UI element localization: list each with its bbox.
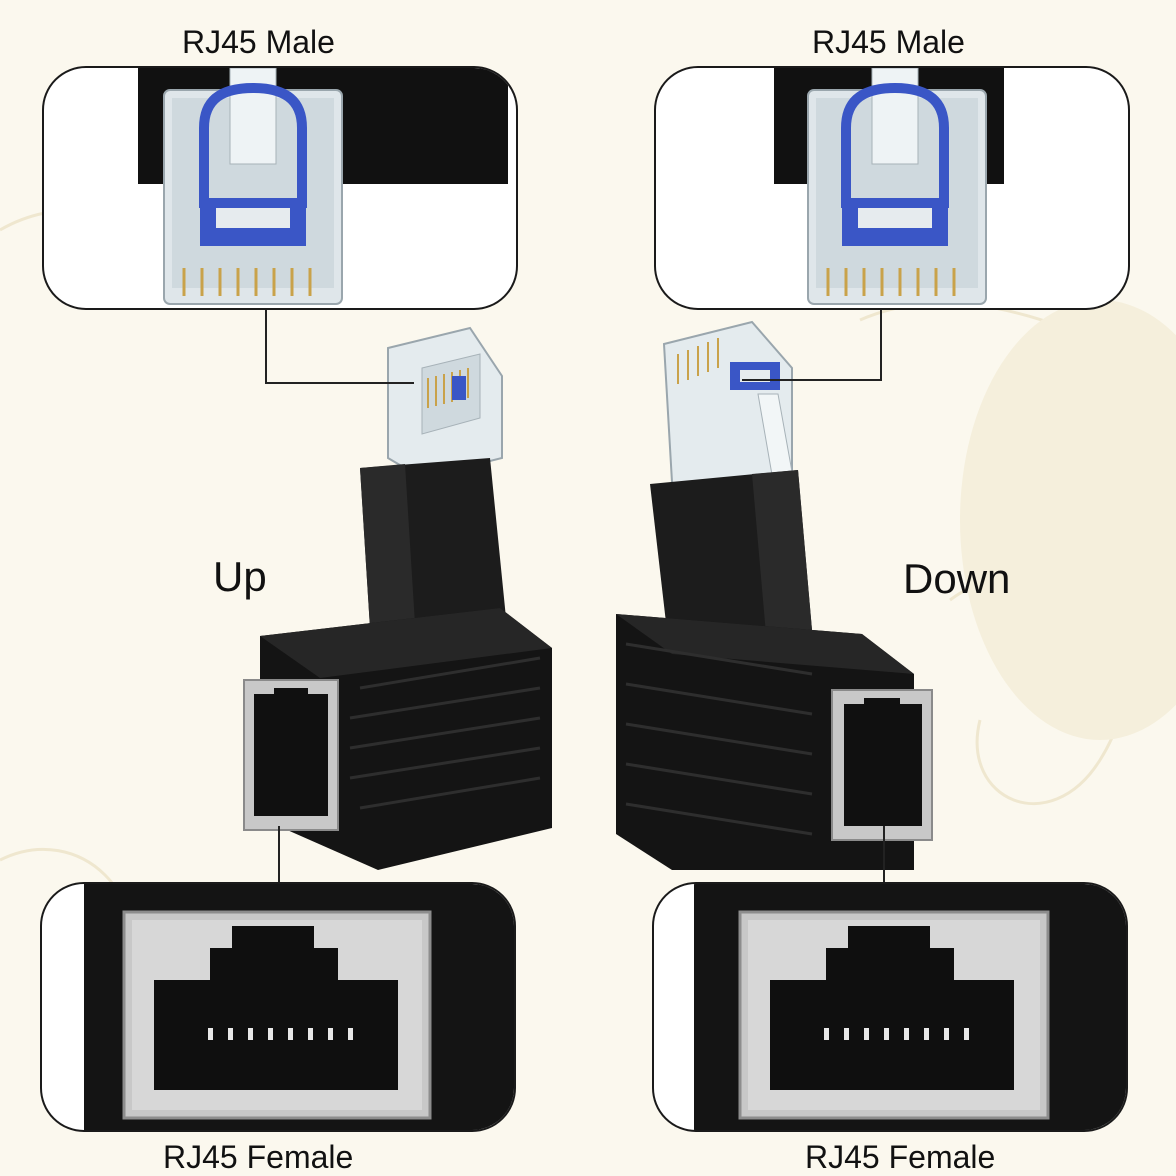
male-plug-image-right — [774, 68, 1004, 305]
female-label-right: RJ45 Female — [805, 1139, 996, 1175]
direction-label-up: Up — [213, 553, 267, 600]
male-plug-closeup-right — [654, 66, 1130, 310]
male-plug-image-left — [138, 68, 508, 305]
female-jack-closeup-left — [40, 882, 516, 1132]
male-label-right: RJ45 Male — [812, 24, 965, 60]
male-label-left: RJ45 Male — [182, 24, 335, 60]
female-label-left: RJ45 Female — [163, 1139, 354, 1175]
female-jack-image-left — [84, 884, 514, 1130]
male-plug-closeup-left — [42, 66, 518, 310]
adapter-up — [240, 318, 560, 870]
female-jack-image-right — [694, 884, 1126, 1130]
adapter-down — [612, 314, 936, 870]
direction-label-down: Down — [903, 555, 1011, 602]
female-jack-closeup-right — [652, 882, 1128, 1132]
